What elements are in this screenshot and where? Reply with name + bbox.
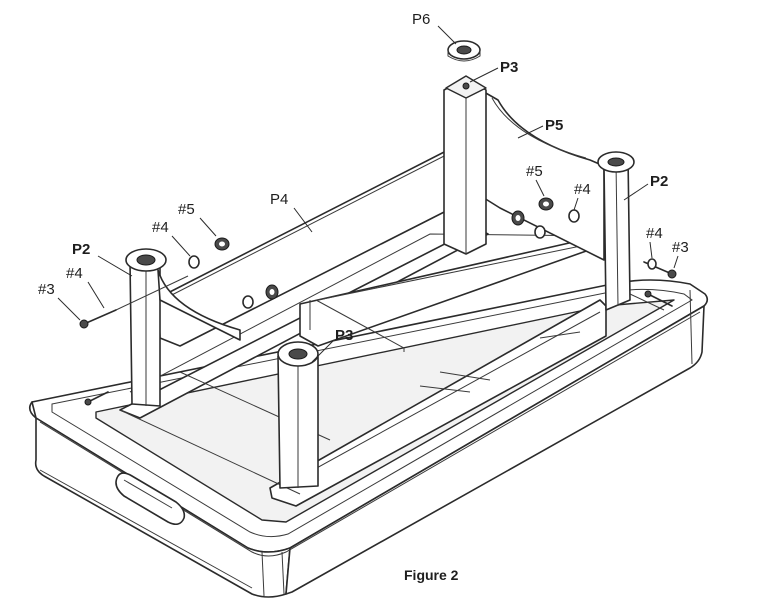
label-p3-top: P3	[500, 59, 518, 76]
label-hw4-right-upper: #4	[574, 181, 591, 198]
callouts: P6 P3 P5 P2 #5 #4 #4 #3 P4 #5 #4 P2 #4 #…	[38, 11, 689, 363]
label-hw4-right-lower: #4	[646, 225, 663, 242]
washer-4-right-upper	[568, 209, 580, 223]
leg-back	[443, 40, 487, 255]
figure-caption: Figure 2	[404, 567, 459, 583]
hardware	[79, 197, 677, 406]
label-hw5-right: #5	[526, 163, 543, 180]
label-p5: P5	[545, 117, 563, 134]
label-hw3-left: #3	[38, 281, 55, 298]
bolt-3-left	[83, 309, 117, 325]
frame-rails	[119, 147, 611, 507]
label-p4: P4	[270, 191, 288, 208]
label-hw4-left-upper: #4	[152, 219, 169, 236]
label-hw3-right: #3	[672, 239, 689, 256]
washer-4-left	[188, 255, 200, 269]
leg-front	[277, 341, 319, 489]
label-p6: P6	[412, 11, 430, 28]
label-hw4-left-lower: #4	[66, 265, 83, 282]
washer-4-right-lower	[647, 258, 657, 270]
leg-left	[125, 248, 241, 407]
label-p3-front: P3	[335, 327, 353, 344]
label-hw5-left: #5	[178, 201, 195, 218]
leg-right	[597, 151, 635, 311]
label-p2-left: P2	[72, 241, 90, 258]
label-p2-right: P2	[650, 173, 668, 190]
